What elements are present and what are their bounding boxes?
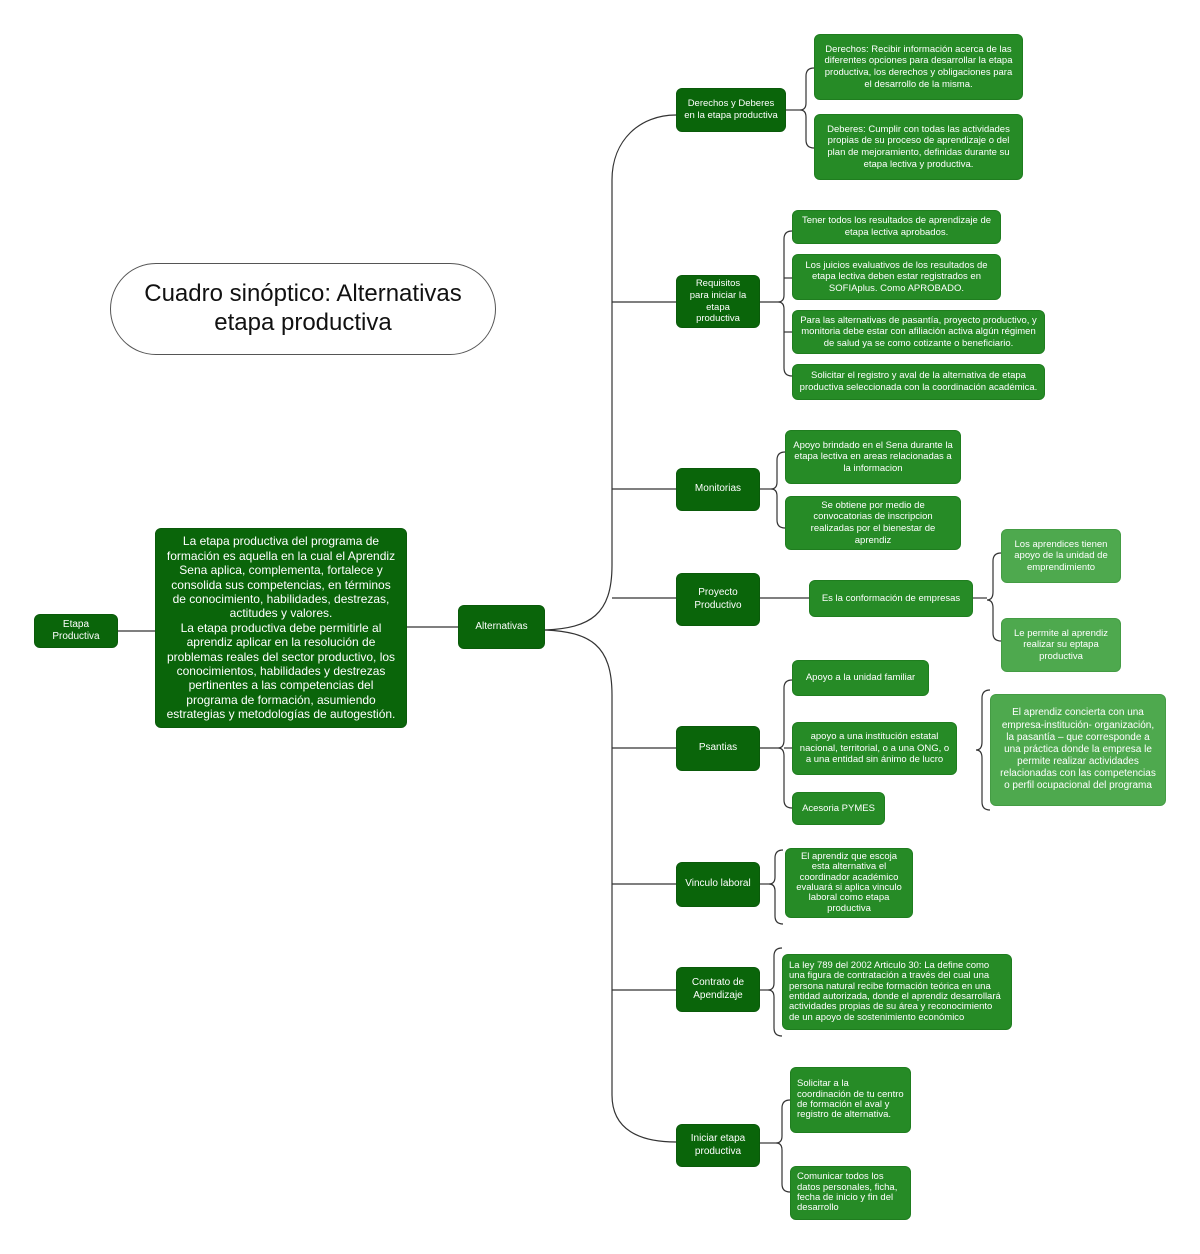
brace-proyecto: [986, 552, 1002, 642]
brace-pasantias: [777, 679, 793, 809]
requisitos-item: Los juicios evaluativos de los resultado…: [792, 254, 1001, 300]
brace-derechos: [799, 67, 815, 149]
requisitos-item: Solicitar el registro y aval de la alter…: [792, 364, 1045, 400]
requisitos-item: Tener todos los resultados de aprendizaj…: [792, 210, 1001, 244]
brace-contrato: [767, 947, 783, 1037]
deberes-item: Deberes: Cumplir con todas las actividad…: [814, 114, 1023, 180]
proyecto-sub-item: Los aprendices tienen apoyo de la unidad…: [1001, 529, 1121, 583]
alternativas-node: Alternativas: [458, 605, 545, 649]
brace-iniciar: [775, 1099, 791, 1193]
contrato-node: Contrato de Apendizaje: [676, 967, 760, 1012]
pasantias-node: Psantias: [676, 726, 760, 771]
definition-node: La etapa productiva del programa de form…: [155, 528, 407, 728]
pasantias-detail: El aprendiz concierta con una empresa-in…: [990, 694, 1166, 806]
monitorias-item: Se obtiene por medio de convocatorias de…: [785, 496, 961, 550]
iniciar-item: Comunicar todos los datos personales, fi…: [790, 1166, 911, 1220]
brace-requisitos: [777, 230, 793, 377]
vinculo-node: Vinculo laboral: [676, 862, 760, 907]
connector-spine-bottom: [544, 629, 677, 1143]
brace-pasantias-detail: [975, 689, 991, 811]
pasantias-item: Apoyo a la unidad familiar: [792, 660, 929, 696]
page-title: Cuadro sinóptico: Alternativas etapa pro…: [110, 263, 496, 355]
brace-monitorias: [770, 451, 786, 529]
vinculo-item: El aprendiz que escoja esta alternativa …: [785, 848, 913, 918]
derechos-item: Derechos: Recibir información acerca de …: [814, 34, 1023, 100]
monitorias-node: Monitorias: [676, 468, 760, 511]
requisitos-item: Para las alternativas de pasantía, proye…: [792, 310, 1045, 354]
contrato-item: La ley 789 del 2002 Articulo 30: La defi…: [782, 954, 1012, 1030]
requisitos-node: Requisitos para iniciar la etapa product…: [676, 275, 760, 328]
root-node: Etapa Productiva: [34, 614, 118, 648]
connector-spine-top: [544, 114, 677, 631]
derechos-node: Derechos y Deberes en la etapa productiv…: [676, 88, 786, 132]
iniciar-item: Solicitar a la coordinación de tu centro…: [790, 1067, 911, 1133]
monitorias-item: Apoyo brindado en el Sena durante la eta…: [785, 430, 961, 484]
brace-vinculo: [768, 849, 784, 925]
proyecto-node: Proyecto Productivo: [676, 573, 760, 626]
proyecto-item: Es la conformación de empresas: [809, 580, 973, 617]
proyecto-sub-item: Le permite al aprendiz realizar su eptap…: [1001, 618, 1121, 672]
iniciar-node: Iniciar etapa productiva: [676, 1124, 760, 1167]
pasantias-item: Acesoria PYMES: [792, 792, 885, 825]
pasantias-item: apoyo a una institución estatal nacional…: [792, 722, 957, 775]
